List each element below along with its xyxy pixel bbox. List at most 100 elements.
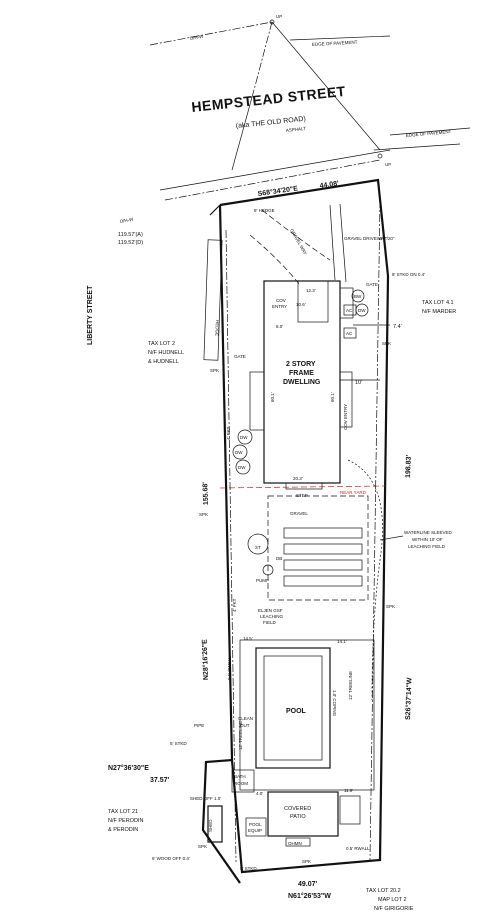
gate-label: GATE [366, 282, 378, 287]
ohw-label: O/H-W [189, 34, 204, 41]
neighbor-taxlot2-owner2: & HUDNELL [148, 359, 179, 365]
pool-equip-label: POOL [249, 822, 262, 827]
pool-equip-label: EQUIP [248, 828, 262, 833]
leach-label-1: ELJEN GSF [258, 608, 283, 613]
neighbor-taxlot21-owner2: & PERODIN [108, 827, 138, 833]
pool [255, 647, 331, 769]
bearing-jog: N27°36'30"E [108, 764, 149, 772]
arc-length-d: 119.52'(D) [118, 240, 143, 246]
neighbor-taxlot21: TAX LOT 21 [108, 809, 138, 815]
dimension-label: 7.4' [393, 324, 402, 330]
overhead-wires: O/H-W O/H-W EDGE OF PAVEMENT EDGE OF PAV… [119, 14, 471, 224]
dw-label: DW [235, 450, 243, 455]
utility-pole-icon [269, 19, 275, 25]
neighbor-taxlot202-map: MAP LOT 2 [378, 897, 407, 903]
dwelling-label-2: FRAME [289, 370, 314, 377]
dimension-label: 60.1' [330, 392, 335, 402]
left-hedge: HEDGE [203, 239, 223, 361]
pump-label: PUMP [256, 578, 269, 583]
street-name-hempstead: HEMPSTEAD STREET [191, 83, 347, 115]
dw-icon [355, 303, 369, 317]
clean-out-label: CLEAN [238, 716, 253, 721]
bw-label: BW [354, 294, 362, 299]
dimension-label: 12.3' [306, 288, 316, 293]
dimension-label: 14.5' [243, 636, 253, 641]
septic-tank-icon [247, 533, 269, 555]
utility-pole-label: UP [276, 14, 282, 19]
utility-pole-icon [377, 153, 383, 159]
shed-label: SHED [208, 819, 213, 832]
waterline-label: WATERLINE SLEEVED [404, 530, 453, 535]
treeline-label: 12' TREELINE [348, 671, 353, 700]
dimension-label: 11.9' [344, 788, 353, 793]
step-label: STEP [296, 493, 308, 498]
shed-off-label: SHED OFF 1.0' [190, 796, 221, 801]
ac-unit-icon [343, 327, 357, 339]
stake-label: 8' STKD [240, 866, 257, 871]
dimension-label: 10.6' [296, 302, 306, 307]
stake-label: 5' STKD [170, 741, 187, 746]
coping-label: 1.0' COPING [332, 690, 337, 717]
ac-label: AC [346, 308, 353, 313]
cov-entry-right-label: COV ENTRY [343, 404, 348, 430]
bearing-west: N28°16'26"E [201, 639, 210, 680]
covered-patio-label: PATIO [290, 814, 306, 820]
cov-entry-label: ENTRY [272, 304, 287, 309]
hedge-label: 8' HEDGE [254, 208, 275, 213]
spk-label: SPK [382, 341, 391, 346]
pump-icon [262, 564, 274, 576]
bw-icon [351, 289, 365, 303]
ohmn-label: OHMN [288, 841, 302, 846]
gravel-way-label: GRAVEL WAY [289, 228, 308, 255]
distance-north: 44.08' [319, 180, 339, 190]
distance-jog: 37.57' [150, 777, 170, 784]
pool-area: POOL 1.0' COPING 14.5' 14.1' CLEAN OUT 0… [227, 636, 375, 851]
dimension-label: 60.1' [270, 392, 275, 402]
dimension-label: 16"/20" [380, 236, 395, 241]
waterline-label-2: WITHIN 10' OF [412, 537, 443, 542]
pipe-label: PIPE [194, 723, 204, 728]
distance-south: 49.07' [298, 881, 318, 888]
neighbor-taxlot41: TAX LOT 4.1 [422, 300, 454, 306]
dw-label: DW [238, 465, 246, 470]
neighbor-taxlot202-owner: N/F GIRIGORIE [374, 906, 414, 912]
dimension-label: 14.1' [337, 639, 347, 644]
bearing-east: S26°37'14"W [404, 677, 413, 720]
dwelling: 2 STORY FRAME DWELLING COV ENTRY COV ENT… [219, 280, 402, 498]
dw-icon [235, 459, 251, 475]
waterline-label-3: LEACHING FIELD [408, 544, 446, 549]
bearing-south: N61°26'53"W [288, 892, 331, 900]
fence-label: 4' PKT [232, 598, 237, 612]
neighbor-taxlot41-owner: N/F MARDER [422, 309, 456, 315]
wood-fence-label: 6' WOOD OFF 0.4' [152, 856, 190, 861]
gravel-label: GRAVEL [290, 511, 308, 516]
leach-label-3: FIELD [263, 620, 277, 625]
gravel-driveway-label: GRAVEL DRIVEWAY [344, 236, 387, 241]
driveway: GRAVEL WAY GRAVEL DRIVEWAY 16"/20" [249, 203, 395, 286]
rwall-label: 0.5' RWALL [346, 846, 370, 851]
ohw-label: O/H-W [119, 217, 134, 224]
dimension-label: 4.0' [256, 791, 263, 796]
dwelling-label-3: DWELLING [283, 379, 321, 386]
fence-label: 4' PKT [226, 426, 231, 440]
edge-pavement-label: EDGE OF PAVEMENT [312, 40, 358, 47]
stake-label: 8' STKD ON 0.4' [392, 272, 425, 277]
dw-icon [232, 444, 248, 460]
gate-label: GATE [234, 354, 246, 359]
spk-label: SPK [199, 512, 208, 517]
neighbor-taxlot2-owner: N/F HUDNELL [148, 350, 184, 356]
edge-pavement-label: EDGE OF PAVEMENT [406, 129, 452, 138]
rear-structures: BATH ROOM COVERED PATIO POOL EQUIP SHED … [207, 769, 361, 847]
ac-label: AC [346, 331, 353, 336]
dimension-label: 20.3' [293, 476, 303, 481]
asphalt-label: ASPHALT [286, 126, 307, 133]
spk-label: SPK [198, 844, 207, 849]
covered-patio-label: COVERED [284, 806, 311, 812]
bathroom-label: BATH [234, 774, 246, 779]
arc-length-a: 119.57'(A) [118, 232, 143, 238]
distance-east: 198.83' [405, 454, 413, 478]
hedge-label: HEDGE [214, 320, 220, 336]
leaching-area: GRAVEL ST PUMP DB ELJEN GSF LEACHING FIE… [247, 459, 453, 701]
dwelling-label-1: 2 STORY [286, 361, 316, 368]
